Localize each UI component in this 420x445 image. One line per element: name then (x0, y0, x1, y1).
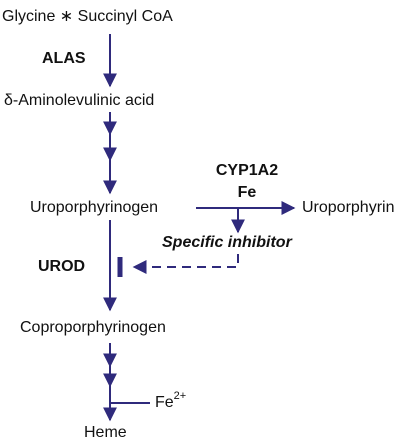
enzyme-cyp1a2: CYP1A2 (215, 162, 279, 179)
uroporphyrinogen: Uroporphyrinogen (30, 199, 159, 216)
aminolevulinic-acid: δ-Aminolevulinic acid (4, 92, 155, 109)
glycine-succinyl-coa: Glycine ∗ Succinyl CoA (2, 8, 173, 25)
enzyme-urod: UROD (38, 258, 86, 275)
enzyme-fe: Fe (237, 184, 257, 201)
uroporphyrin: Uroporphyrin (302, 199, 395, 216)
coproporphyrinogen: Coproporphyrinogen (20, 319, 166, 336)
inhibition-dashed-line (132, 254, 239, 274)
iron-charge: 2+ (173, 389, 187, 402)
ferrous-iron: Fe2+ (155, 390, 186, 412)
iron-symbol: Fe (155, 394, 174, 411)
enzyme-alas: ALAS (42, 50, 86, 67)
heme: Heme (84, 424, 127, 441)
specific-inhibitor: Specific inhibitor (162, 234, 292, 251)
